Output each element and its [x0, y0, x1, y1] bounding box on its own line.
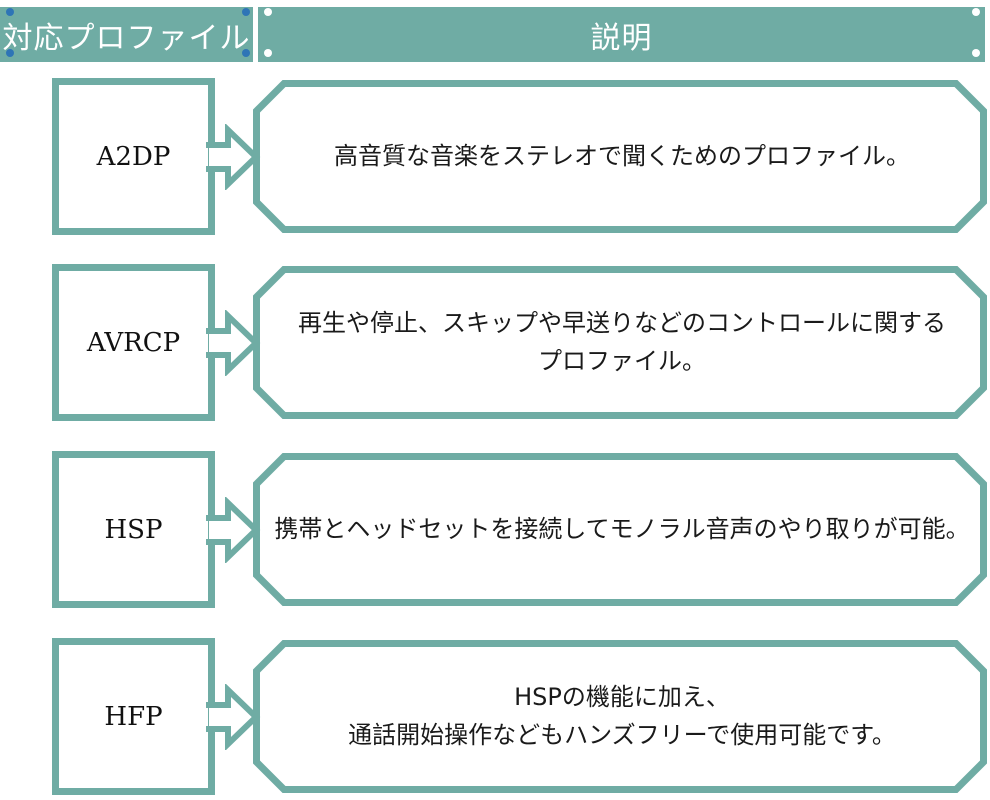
profile-label: AVRCP	[86, 327, 181, 358]
profile-box-avrcp[interactable]: AVRCP	[52, 264, 215, 421]
header-profile-label: 対応プロファイル	[2, 20, 251, 56]
arrow-right-icon	[206, 684, 261, 750]
selection-handle[interactable]	[242, 8, 250, 16]
header-description-column[interactable]: 説明	[258, 7, 985, 62]
profile-label: HFP	[104, 701, 163, 732]
selection-handle[interactable]	[6, 49, 14, 57]
header-description-label: 説明	[590, 20, 653, 56]
profile-row: HSP 携帯とヘッドセットを接続してモノラル音声のやり取りが可能。	[0, 446, 990, 608]
profile-label: HSP	[104, 514, 163, 545]
profile-box-a2dp[interactable]: A2DP	[52, 78, 215, 235]
arrow-right-icon	[206, 124, 261, 190]
profile-description: 高音質な音楽をステレオで聞くためのプロファイル。	[334, 141, 910, 170]
profile-row: A2DP 高音質な音楽をステレオで聞くためのプロファイル。	[0, 73, 990, 235]
selection-handle[interactable]	[972, 8, 980, 16]
selection-handle[interactable]	[242, 49, 250, 57]
arrow-right-icon	[206, 310, 261, 376]
header-profile-column[interactable]: 対応プロファイル	[0, 7, 253, 62]
profile-box-hfp[interactable]: HFP	[52, 638, 215, 795]
description-shape[interactable]	[253, 640, 987, 793]
profile-box-hsp[interactable]: HSP	[52, 451, 215, 608]
selection-handle[interactable]	[264, 8, 272, 16]
profile-description: 再生や停止、スキップや早送りなどのコントロールに関する プロファイル。	[298, 309, 946, 375]
profile-description: HSPの機能に加え、 通話開始操作などもハンズフリーで使用可能です。	[348, 683, 896, 749]
profile-label: A2DP	[96, 141, 171, 172]
profile-description: 携帯とヘッドセットを接続してモノラル音声のやり取りが可能。	[274, 514, 970, 543]
description-shape[interactable]	[253, 453, 987, 606]
arrow-right-icon	[206, 497, 261, 563]
description-shape[interactable]	[253, 80, 987, 233]
selection-handle[interactable]	[972, 49, 980, 57]
description-shape[interactable]	[253, 266, 987, 419]
selection-handle[interactable]	[6, 8, 14, 16]
selection-handle[interactable]	[264, 49, 272, 57]
profile-row: HFP HSPの機能に加え、 通話開始操作などもハンズフリーで使用可能です。	[0, 633, 990, 795]
profile-row: AVRCP 再生や停止、スキップや早送りなどのコントロールに関する プロファイル…	[0, 259, 990, 421]
